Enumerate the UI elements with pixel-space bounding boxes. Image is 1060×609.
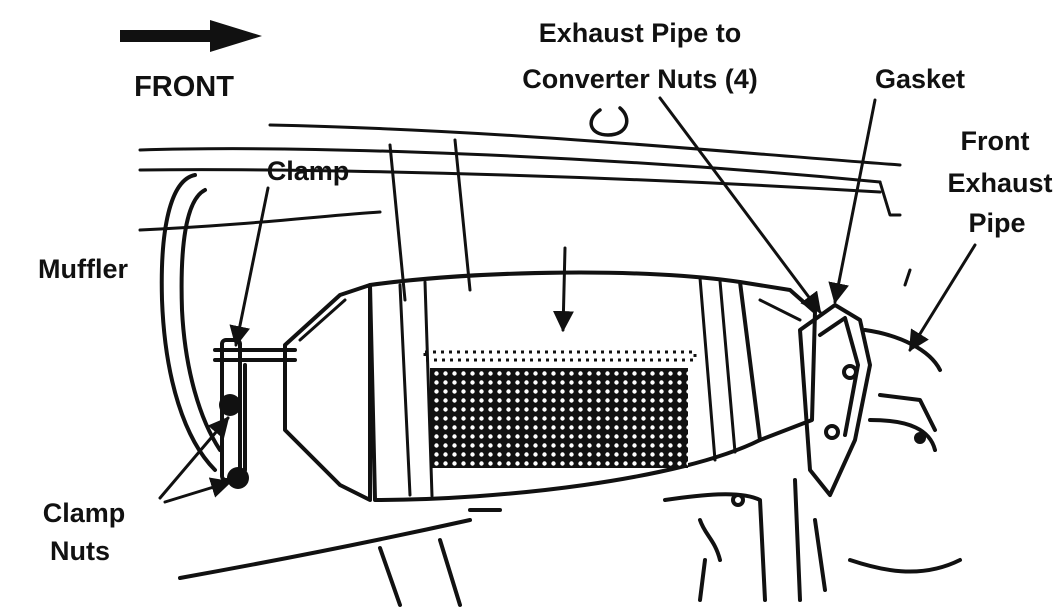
front-direction-indicator: FRONT <box>120 20 262 103</box>
catalytic-converter <box>283 270 817 502</box>
muffler-label: Muffler <box>38 254 128 284</box>
frame-lines <box>178 508 502 607</box>
front-exhaust-pipe-label-line2: Exhaust <box>947 168 1052 198</box>
exhaust-pipe-nuts-label-line2: Converter Nuts (4) <box>522 64 758 94</box>
gasket-leader <box>828 98 877 305</box>
gasket <box>798 303 872 497</box>
front-exhaust-pipe-label-line3: Pipe <box>968 208 1025 238</box>
lower-bracket <box>663 478 962 602</box>
exhaust-pipe-nuts-label-line1: Exhaust Pipe to <box>539 18 742 48</box>
front-exhaust-pipe <box>863 328 942 452</box>
gasket-label: Gasket <box>875 64 965 94</box>
exhaust-nuts-leader <box>658 96 822 314</box>
front-label: FRONT <box>134 71 234 103</box>
front-exhaust-pipe-leader <box>908 243 977 352</box>
floor-pan-hole <box>589 106 629 137</box>
converter-center-arrow <box>552 246 574 333</box>
clamp-nuts-leader-upper <box>158 416 230 500</box>
clamp-label: Clamp <box>267 156 350 186</box>
clamp-nuts-label-line1: Clamp <box>43 498 126 528</box>
right-arrow-icon <box>120 20 262 52</box>
arrowhead-icon <box>158 96 977 504</box>
clamp-nuts-label-line2: Nuts <box>50 536 110 566</box>
front-exhaust-pipe-label-line1: Front <box>961 126 1030 156</box>
muffler <box>159 173 222 472</box>
clamp-leader <box>229 186 270 348</box>
clamp-nuts-leader-lower <box>163 477 233 504</box>
clamp-nuts <box>219 394 249 489</box>
vehicle-body-lines <box>138 123 912 302</box>
